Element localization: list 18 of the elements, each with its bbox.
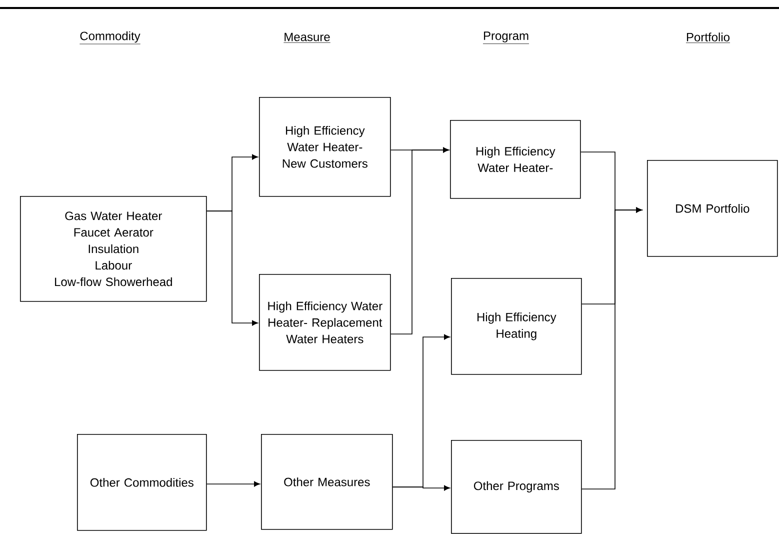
column-heading: Commodity <box>79 31 141 44</box>
process-box: High Efficiency Water Heater- <box>450 120 581 199</box>
process-box: High Efficiency Water Heater- New Customers <box>259 97 391 197</box>
process-box: High Efficiency Water Heater- Replacement Water Heaters <box>259 274 391 371</box>
process-box: Gas Water Heater Faucet Aerator Insulation Labour Low-flow Showerhead <box>20 196 207 302</box>
arrow <box>390 147 449 334</box>
process-box: DSM Portfolio <box>647 160 778 257</box>
column-heading: Portfolio <box>686 32 730 43</box>
arrow <box>206 210 258 326</box>
process-box: High Efficiency Heating <box>451 278 582 375</box>
process-box: Other Commodities <box>77 434 207 531</box>
column-heading: Measure <box>283 32 331 43</box>
column-heading: Program <box>482 32 530 44</box>
arrow <box>392 485 450 491</box>
process-box: Other Measures <box>261 434 393 530</box>
process-box: Other Programs <box>451 440 582 534</box>
arrow <box>581 207 642 490</box>
arrow <box>206 481 260 487</box>
